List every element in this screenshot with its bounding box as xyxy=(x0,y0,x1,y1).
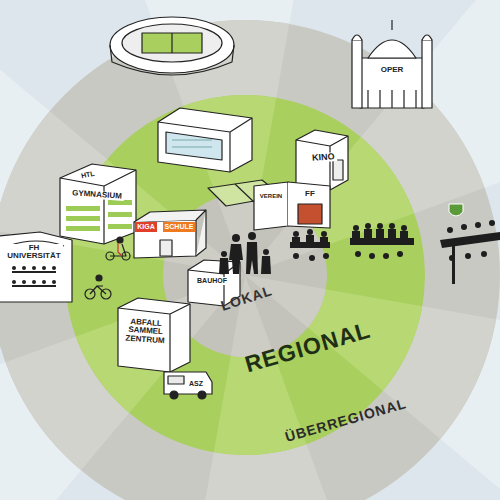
building-sign: OPER xyxy=(378,65,407,75)
building-sign: SCHULE xyxy=(163,222,196,231)
building-sign: VEREIN xyxy=(259,193,283,199)
building-sign: FH UNIVERSITÄT xyxy=(5,244,62,261)
building-sign: ASZ xyxy=(188,380,204,387)
building-sign: FF xyxy=(304,190,316,198)
building-sign: BAUHOF xyxy=(195,277,229,284)
building-sign: ABFALL SAMMEL ZENTRUM xyxy=(124,317,169,347)
building-sign: KIGA xyxy=(135,222,157,231)
